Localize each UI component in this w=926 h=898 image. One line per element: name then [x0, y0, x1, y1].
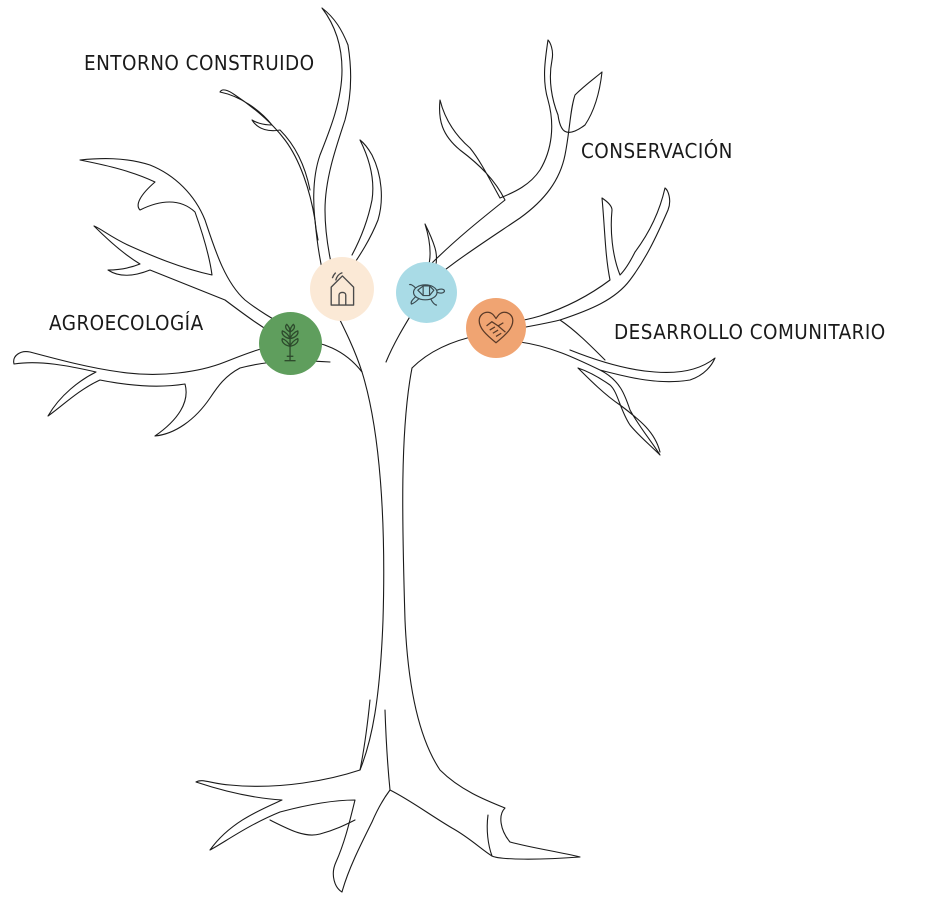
- label-agroecologia: AGROECOLOGÍA: [49, 311, 204, 335]
- turtle-icon: [405, 271, 448, 314]
- label-conservacion: CONSERVACIÓN: [581, 139, 733, 163]
- plant-badge: [259, 312, 322, 375]
- handshake-badge: [466, 298, 526, 358]
- root-right-branch: [487, 815, 492, 856]
- branch-desarrollo-inner: [560, 320, 605, 360]
- label-entorno-construido: ENTORNO CONSTRUIDO: [84, 51, 315, 75]
- root-left-branch: [270, 820, 355, 835]
- root-inner-b: [385, 710, 390, 790]
- branch-center-right: [350, 140, 381, 270]
- branch-right-bottom: [520, 342, 715, 455]
- plant-icon: [268, 321, 312, 365]
- label-desarrollo-comunitario: DESARROLLO COMUNITARIO: [614, 320, 886, 344]
- house-badge: [310, 257, 374, 321]
- house-icon: [320, 267, 365, 312]
- branch-right-conservation: [410, 40, 602, 300]
- handshake-heart-icon: [475, 307, 517, 349]
- trunk-outline: [196, 368, 580, 892]
- turtle-badge: [396, 262, 457, 323]
- root-inner-a: [360, 700, 370, 770]
